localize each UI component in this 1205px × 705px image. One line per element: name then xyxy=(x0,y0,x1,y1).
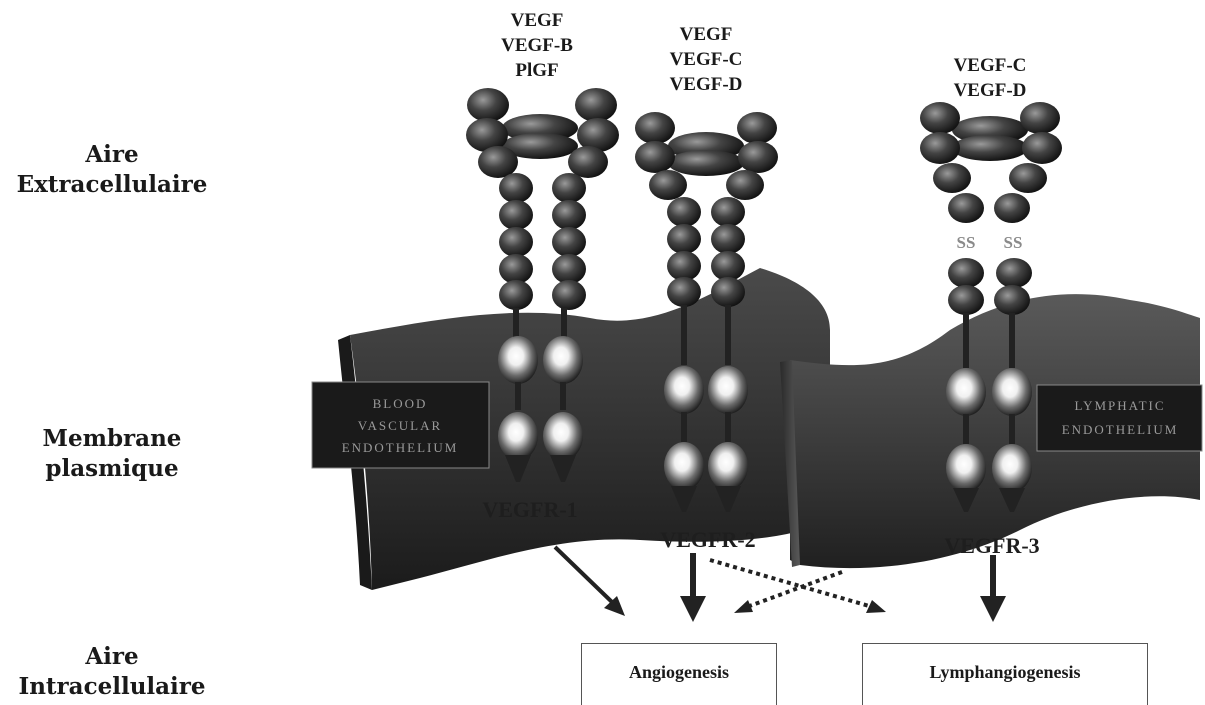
ig-domain xyxy=(726,170,764,200)
tm-domain xyxy=(664,442,704,490)
tm-domain xyxy=(543,336,583,384)
vegfr3-label: VEGFR-3 xyxy=(944,533,1039,558)
tm-domain xyxy=(946,368,986,416)
ig-domain xyxy=(478,146,518,178)
ig-domain xyxy=(552,173,586,203)
ig-domain xyxy=(575,88,617,122)
lymphatic-endothelium-line1: LYMPHATIC xyxy=(1074,398,1165,413)
ig-domain xyxy=(499,173,533,203)
lymphangiogenesis-label: Lymphangiogenesis xyxy=(863,662,1147,683)
tm-domain xyxy=(664,366,704,414)
ig-domain xyxy=(948,193,984,223)
ig-domain xyxy=(920,102,960,134)
ig-domain xyxy=(667,197,701,227)
tm-domain xyxy=(946,444,986,492)
tm-domain xyxy=(543,412,583,460)
ig-domain xyxy=(552,280,586,310)
ig-domain xyxy=(737,112,777,144)
tm-domain xyxy=(992,444,1032,492)
tm-domain xyxy=(992,368,1032,416)
ig-domain xyxy=(711,197,745,227)
ig-domain xyxy=(948,258,984,288)
disulfide-label: SS xyxy=(957,233,976,252)
tm-domain xyxy=(708,442,748,490)
ig-domain xyxy=(499,254,533,284)
ig-domain xyxy=(635,141,675,173)
vegfr1-arrow xyxy=(555,547,614,604)
ig-domain xyxy=(1022,132,1062,164)
lymphangiogenesis-box: Lymphangiogenesis xyxy=(862,643,1148,705)
arrowhead xyxy=(680,596,706,622)
ligand-dimer xyxy=(952,135,1028,161)
ig-domain xyxy=(711,251,745,281)
ig-domain xyxy=(1020,102,1060,134)
angiogenesis-box: Angiogenesis xyxy=(581,643,777,705)
lymphatic-endothelium-line2: ENDOTHELIUM xyxy=(1062,422,1179,437)
ig-domain xyxy=(920,132,960,164)
ig-domain xyxy=(649,170,687,200)
ig-domain xyxy=(635,112,675,144)
ig-domain xyxy=(933,163,971,193)
angiogenesis-label: Angiogenesis xyxy=(582,662,776,683)
vegfr1-label: VEGFR-1 xyxy=(482,497,577,522)
ig-domain xyxy=(552,254,586,284)
tm-domain xyxy=(498,412,538,460)
ig-domain xyxy=(499,280,533,310)
ig-domain xyxy=(667,277,701,307)
disulfide-label: SS xyxy=(1004,233,1023,252)
ig-domain xyxy=(552,227,586,257)
ig-domain xyxy=(994,193,1030,223)
blood-endothelium-line3: ENDOTHELIUM xyxy=(342,440,459,455)
ig-domain xyxy=(738,141,778,173)
tm-domain xyxy=(708,366,748,414)
ig-domain xyxy=(948,285,984,315)
arrowhead xyxy=(980,596,1006,622)
ig-domain xyxy=(667,251,701,281)
ig-domain xyxy=(467,88,509,122)
ig-domain xyxy=(552,200,586,230)
ig-domain xyxy=(499,227,533,257)
ig-domain xyxy=(499,200,533,230)
ig-domain xyxy=(996,258,1032,288)
arrowhead xyxy=(734,600,753,613)
ig-domain xyxy=(711,277,745,307)
ig-domain xyxy=(568,146,608,178)
lymphatic-endothelium-box xyxy=(1037,385,1202,451)
vegfr2-label: VEGFR-2 xyxy=(660,527,755,552)
blood-endothelium-line1: BLOOD xyxy=(373,396,428,411)
vegfr3-dotted-arrow-angio xyxy=(744,572,842,608)
ig-domain xyxy=(994,285,1030,315)
ig-domain xyxy=(711,224,745,254)
blood-endothelium-line2: VASCULAR xyxy=(358,418,442,433)
ligand-dimer xyxy=(668,150,744,176)
ig-domain xyxy=(1009,163,1047,193)
arrowhead xyxy=(866,600,886,613)
ig-domain xyxy=(667,224,701,254)
tm-domain xyxy=(498,336,538,384)
